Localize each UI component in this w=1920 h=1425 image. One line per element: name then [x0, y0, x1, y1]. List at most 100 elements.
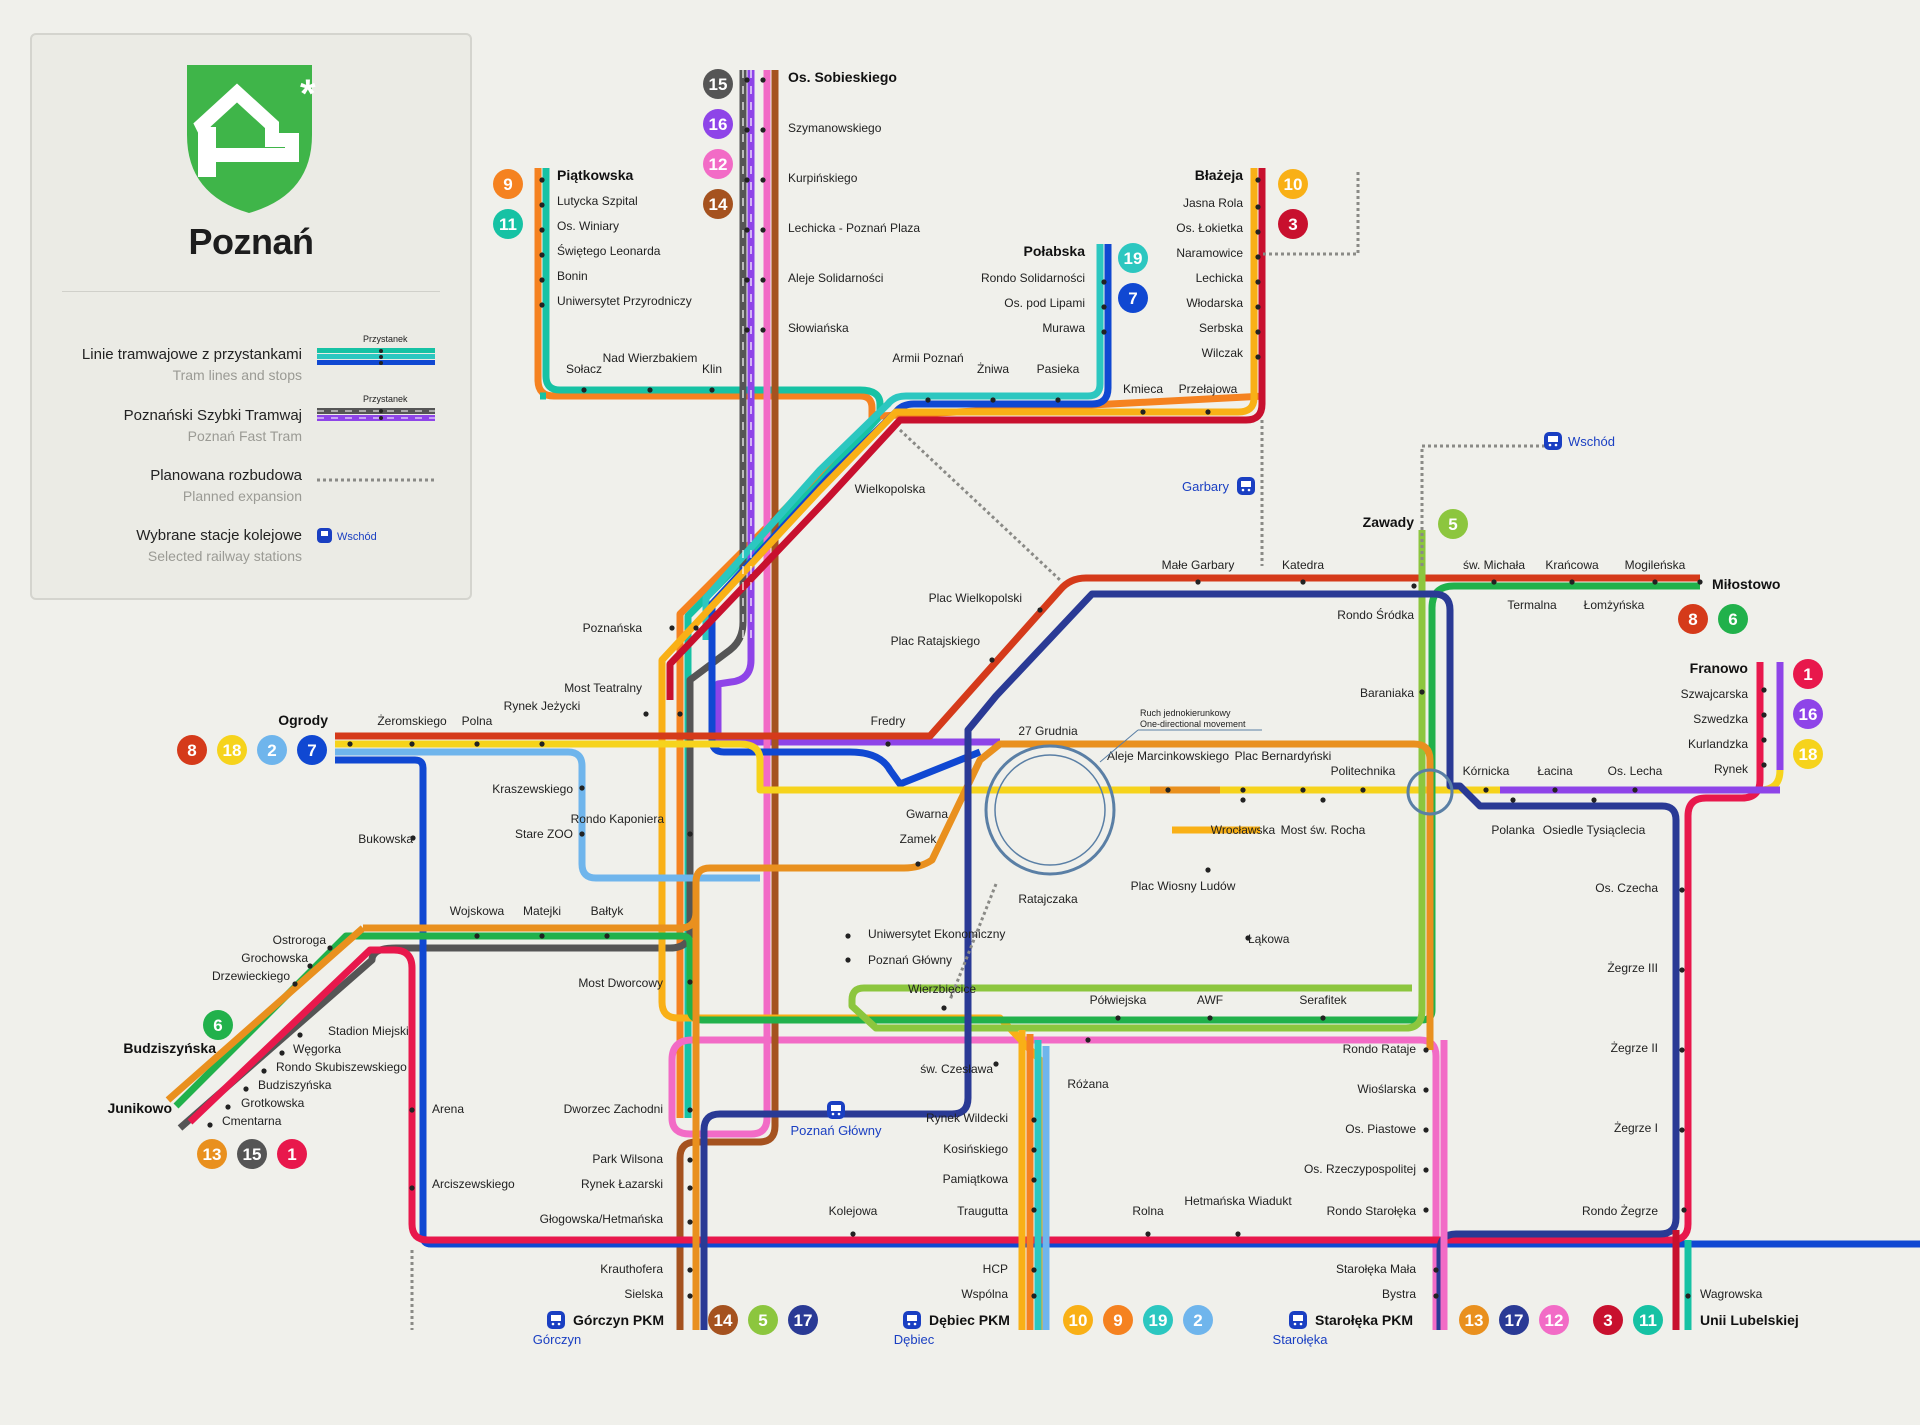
stop-marker-108[interactable] [687, 1107, 693, 1113]
stop-marker-103[interactable] [1423, 1047, 1429, 1053]
badge-debiec-line-10[interactable]: 10 [1063, 1305, 1093, 1335]
badge-junikowo-line-13[interactable]: 13 [197, 1139, 227, 1169]
stop-marker-127[interactable] [1433, 1293, 1439, 1299]
stop-marker-17[interactable] [744, 277, 750, 283]
stop-marker-79[interactable] [539, 933, 545, 939]
stop-marker-113[interactable] [687, 1185, 693, 1191]
stop-marker-111[interactable] [1031, 1177, 1037, 1183]
badge-blazeja-line-10[interactable]: 10 [1278, 169, 1308, 199]
rail-staroleka-pkm[interactable]: Starołęka PKM [1315, 1312, 1413, 1328]
stop-marker-21[interactable] [1101, 279, 1107, 285]
stop-marker-7[interactable] [647, 387, 653, 393]
stop-marker-50[interactable] [409, 741, 415, 747]
stop-marker-95[interactable] [1207, 1015, 1213, 1021]
stop-marker-91[interactable] [845, 957, 851, 963]
badge-gorczyn-line-14[interactable]: 14 [708, 1305, 738, 1335]
stop-marker-31[interactable] [1255, 229, 1261, 235]
stop-marker-53[interactable] [643, 711, 649, 717]
stop-marker-67[interactable] [1632, 787, 1638, 793]
stop-marker-105[interactable] [1423, 1127, 1429, 1133]
stop-marker-34[interactable] [1255, 304, 1261, 310]
stop-marker-10[interactable] [760, 77, 766, 83]
stop-marker-84[interactable] [297, 1032, 303, 1038]
stop-marker-90[interactable] [845, 933, 851, 939]
stop-marker-97[interactable] [1679, 887, 1685, 893]
stop-marker-36[interactable] [1255, 354, 1261, 360]
rail-garbary[interactable]: Garbary [1182, 479, 1229, 494]
badge-ogrody-line-18[interactable]: 18 [217, 735, 247, 765]
badge-gorczyn-line-5[interactable]: 5 [748, 1305, 778, 1335]
stop-marker-74[interactable] [1510, 797, 1516, 803]
stop-marker-59[interactable] [410, 835, 416, 841]
stop-marker-98[interactable] [1679, 967, 1685, 973]
stop-marker-33[interactable] [1255, 279, 1261, 285]
badge-sobieskiego-line-12[interactable]: 12 [703, 149, 733, 179]
stop-marker-124[interactable] [1031, 1267, 1037, 1273]
stop-marker-54[interactable] [677, 711, 683, 717]
stop-marker-120[interactable] [1423, 1207, 1429, 1213]
badge-polabska-line-7[interactable]: 7 [1118, 283, 1148, 313]
stop-marker-6[interactable] [581, 387, 587, 393]
rail-poznan-glowny[interactable]: Poznań Główny [790, 1123, 882, 1138]
stop-marker-61[interactable] [1165, 787, 1171, 793]
stop-marker-64[interactable] [1360, 787, 1366, 793]
badge-junikowo-line-1[interactable]: 1 [277, 1139, 307, 1169]
stop-marker-19[interactable] [744, 327, 750, 333]
stop-marker-89[interactable] [207, 1122, 213, 1128]
badge-piatkowska-line-9[interactable]: 9 [493, 169, 523, 199]
stop-marker-29[interactable] [1255, 177, 1261, 183]
stop-marker-85[interactable] [279, 1050, 285, 1056]
rail-gorczyn-pkm[interactable]: Górczyn PKM [573, 1312, 664, 1328]
stop-marker-44[interactable] [1037, 607, 1043, 613]
stop-marker-56[interactable] [579, 785, 585, 791]
stop-marker-88[interactable] [225, 1104, 231, 1110]
stop-marker-107[interactable] [409, 1107, 415, 1113]
badge-unii-line-3[interactable]: 3 [1593, 1305, 1623, 1335]
stop-marker-68[interactable] [1761, 687, 1767, 693]
stop-marker-38[interactable] [1300, 579, 1306, 585]
stop-marker-57[interactable] [579, 831, 585, 837]
badge-piatkowska-line-11[interactable]: 11 [493, 209, 523, 239]
badge-ogrody-line-2[interactable]: 2 [257, 735, 287, 765]
stop-marker-2[interactable] [539, 227, 545, 233]
stop-marker-1[interactable] [539, 202, 545, 208]
stop-marker-55[interactable] [885, 741, 891, 747]
badge-sobieskiego-line-15[interactable]: 15 [703, 69, 733, 99]
stop-marker-26[interactable] [1055, 397, 1061, 403]
stop-marker-4[interactable] [539, 277, 545, 283]
badge-franowo-line-18[interactable]: 18 [1793, 739, 1823, 769]
stop-marker-101[interactable] [993, 1061, 999, 1067]
rail-staroleka[interactable]: Starołęka [1273, 1332, 1329, 1347]
stop-marker-128[interactable] [1685, 1293, 1691, 1299]
stop-marker-96[interactable] [1320, 1015, 1326, 1021]
stop-marker-24[interactable] [925, 397, 931, 403]
badge-zawady-line-5[interactable]: 5 [1438, 509, 1468, 539]
stop-marker-99[interactable] [1679, 1047, 1685, 1053]
stop-marker-110[interactable] [1031, 1147, 1037, 1153]
stop-marker-76[interactable] [1205, 867, 1211, 873]
stop-marker-122[interactable] [687, 1267, 693, 1273]
stop-marker-92[interactable] [687, 979, 693, 985]
badge-gorczyn-line-17[interactable]: 17 [788, 1305, 818, 1335]
stop-marker-58[interactable] [687, 831, 693, 837]
stop-marker-125[interactable] [1031, 1293, 1037, 1299]
stop-marker-73[interactable] [1320, 797, 1326, 803]
stop-marker-25[interactable] [990, 397, 996, 403]
stop-marker-65[interactable] [1483, 787, 1489, 793]
stop-marker-27[interactable] [1140, 409, 1146, 415]
stop-marker-45[interactable] [989, 657, 995, 663]
badge-ogrody-line-7[interactable]: 7 [297, 735, 327, 765]
badge-debiec-line-2[interactable]: 2 [1183, 1305, 1213, 1335]
stop-marker-78[interactable] [474, 933, 480, 939]
stop-marker-15[interactable] [744, 227, 750, 233]
stop-marker-72[interactable] [1240, 797, 1246, 803]
stop-marker-100[interactable] [1679, 1127, 1685, 1133]
stop-marker-62[interactable] [1240, 787, 1246, 793]
stop-marker-93[interactable] [941, 1005, 947, 1011]
badge-franowo-line-1[interactable]: 1 [1793, 659, 1823, 689]
stop-marker-5[interactable] [539, 302, 545, 308]
stop-marker-52[interactable] [539, 741, 545, 747]
stop-marker-42[interactable] [1697, 579, 1703, 585]
stop-marker-47[interactable] [669, 625, 675, 631]
badge-debiec-line-9[interactable]: 9 [1103, 1305, 1133, 1335]
